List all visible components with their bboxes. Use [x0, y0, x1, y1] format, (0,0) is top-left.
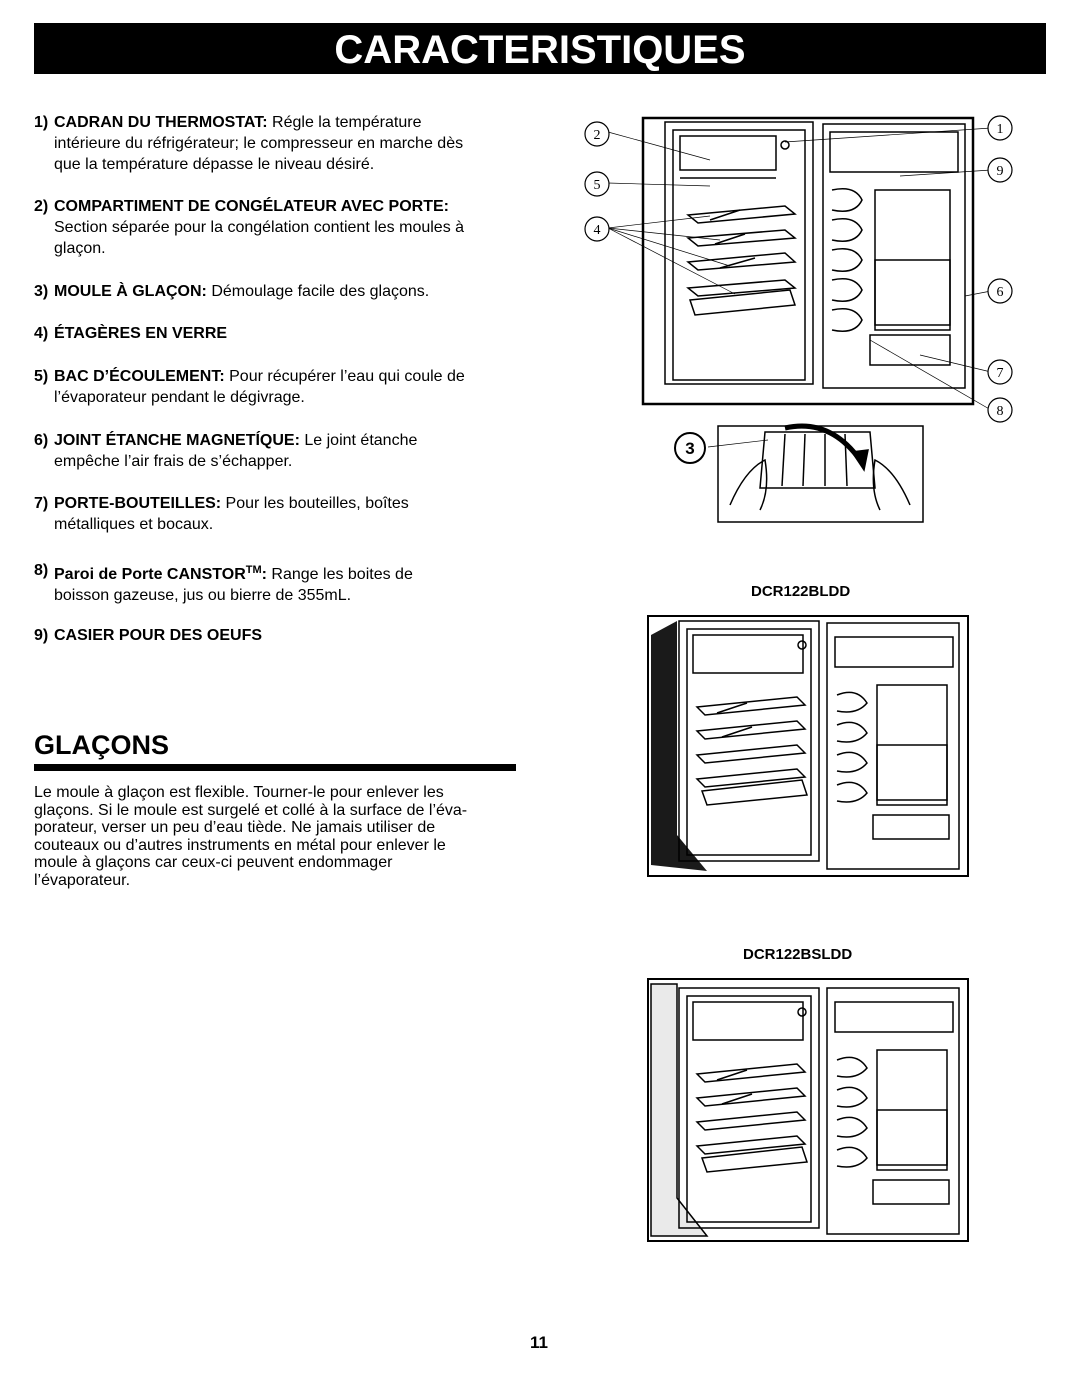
paragraph-line: l’évaporateur. [34, 871, 131, 889]
feature-label: COMPARTIMENT DE CONGÉLATEUR AVEC PORTE: [54, 198, 449, 215]
feature-text: Range les boites de [266, 566, 413, 583]
label-7: 7 [997, 366, 1004, 381]
feature-label: PORTE-BOUTEILLES: [54, 495, 222, 512]
feature-number: 1) [34, 114, 49, 131]
feature-line: empêche l’air frais de s’échapper. [54, 453, 293, 470]
feature-line: Section séparée pour la congélation cont… [54, 219, 465, 236]
page-number: 11 [530, 1333, 548, 1352]
feature-number: 5) [34, 368, 49, 385]
label-4: 4 [594, 223, 601, 238]
feature-9: 9) CASIER POUR DES OEUFS [34, 625, 534, 646]
feature-7: 7) PORTE-BOUTEILLES: Pour les bouteilles,… [34, 493, 534, 535]
callout-7 [987, 359, 1013, 385]
callout-6 [987, 278, 1013, 304]
paragraph-line: porateur, verser un peu d’eau tiède. Ne … [34, 819, 436, 836]
feature-line: boisson gazeuse, jus ou bierre de 355mL. [54, 587, 352, 604]
section-title-glacons: GLAÇONS [34, 730, 169, 760]
page-title: CARACTERISTIQUES [34, 23, 1046, 74]
feature-3: 3) MOULE À GLAÇON: Démoulage facile des g… [34, 281, 534, 302]
feature-label: JOINT ÉTANCHE MAGNETÍQUE: [54, 432, 300, 449]
feature-label: CADRAN DU THERMOSTAT: [54, 114, 268, 131]
label-6: 6 [997, 285, 1004, 300]
label-5: 5 [594, 178, 601, 193]
feature-label: MOULE À GLAÇON: [54, 283, 207, 300]
feature-line: glaçon. [54, 240, 106, 257]
callout-4 [584, 216, 610, 242]
feature-label-colon: : [261, 566, 267, 583]
callout-3 [674, 432, 706, 464]
feature-number: 4) [34, 325, 49, 342]
feature-number: 7) [34, 495, 49, 512]
feature-label: ÉTAGÈRES EN VERRE [54, 325, 228, 342]
fridge-labeled-diagram: 2 5 4 1 9 6 7 8 3 [584, 115, 1013, 523]
label-1: 1 [997, 122, 1004, 137]
label-3: 3 [685, 439, 694, 458]
section-rule [34, 764, 516, 771]
paragraph-line: couteaux ou d’autres instruments en méta… [34, 836, 446, 854]
feature-number: 2) [34, 198, 49, 215]
feature-5: 5) BAC D’ÉCOULEMENT: Pour récupérer l’eau… [34, 366, 534, 408]
feature-text: Régle la température [267, 114, 422, 131]
callout-9 [987, 157, 1013, 183]
glacons-paragraph: Le moule à glaçon est flexible. Tourner-… [34, 784, 524, 889]
model-label-2: DCR122BSLDD [743, 946, 853, 963]
paragraph-line: glaçons. Si le moule est surgelé et coll… [34, 801, 468, 819]
feature-label: Paroi de Porte CANSTOR [54, 566, 246, 583]
feature-text: Pour récupérer l’eau qui coule de [224, 368, 465, 385]
callout-2 [584, 121, 610, 147]
fridge-illustration-dcr122bsldd [647, 978, 969, 1242]
feature-number: 9) [34, 627, 49, 644]
feature-number: 3) [34, 283, 49, 300]
feature-label: CASIER POUR DES OEUFS [54, 627, 263, 644]
callout-1 [987, 115, 1013, 141]
feature-4: 4) ÉTAGÈRES EN VERRE [34, 323, 534, 344]
feature-text: Le joint étanche [299, 432, 418, 449]
paragraph-line: Le moule à glaçon est flexible. Tourner-… [34, 784, 444, 801]
trademark-sup: TM [245, 564, 262, 576]
label-8: 8 [997, 404, 1004, 419]
feature-line: intérieure du réfrigérateur; le compress… [54, 135, 464, 152]
feature-line: que la température dépasse le niveau dés… [54, 156, 375, 173]
label-9: 9 [997, 164, 1004, 179]
feature-line: métalliques et bocaux. [54, 516, 214, 533]
model-label-1: DCR122BLDD [751, 583, 851, 600]
feature-1: 1) CADRAN DU THERMOSTAT: Régle la tempéra… [34, 112, 534, 175]
feature-text: Démoulage facile des glaçons. [206, 283, 430, 300]
callout-5 [584, 171, 610, 197]
feature-text: Pour les bouteilles, boîtes [221, 495, 409, 512]
feature-number: 8) [34, 562, 49, 579]
feature-6: 6) JOINT ÉTANCHE MAGNETÍQUE: Le joint éta… [34, 430, 534, 472]
feature-number: 6) [34, 432, 49, 449]
feature-line: l’évaporateur pendant le dégivrage. [54, 389, 305, 406]
label-2: 2 [594, 128, 601, 143]
fridge-illustration-dcr122bldd [647, 615, 969, 877]
callout-8 [987, 397, 1013, 423]
feature-8: 8) Paroi de Porte CANSTORTM: Range les bo… [34, 560, 534, 606]
feature-label: BAC D’ÉCOULEMENT: [54, 368, 225, 385]
feature-2: 2) COMPARTIMENT DE CONGÉLATEUR AVEC PORTE… [34, 196, 534, 259]
paragraph-line: moule à glaçons car ceux-ci peuvent endo… [34, 854, 393, 871]
